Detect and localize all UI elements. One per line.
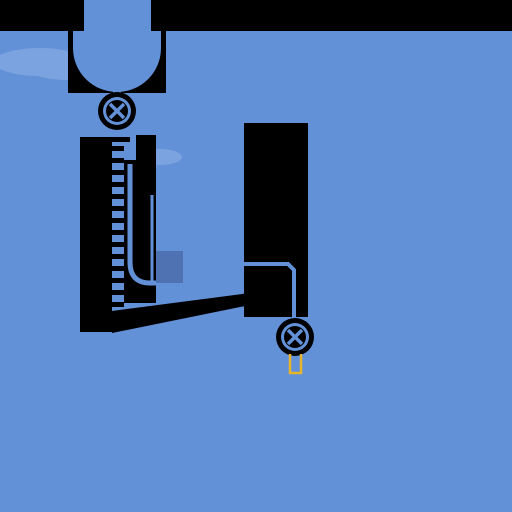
- ruler-tick: [112, 146, 124, 151]
- ruler-tick: [112, 206, 124, 211]
- ruler-tick: [112, 218, 124, 223]
- top-valve-wheel[interactable]: [98, 92, 136, 130]
- top-left-ceiling: [0, 0, 84, 31]
- water-inlet-pipe: [73, 0, 161, 92]
- ruler-tick: [112, 242, 124, 247]
- top-right-ceiling: [151, 0, 512, 31]
- ruler-ticks: [112, 146, 124, 307]
- goal-cup-icon[interactable]: [288, 354, 303, 375]
- sloped-ramp: [112, 293, 250, 333]
- ruler-tick: [112, 158, 124, 163]
- ruler-tick: [112, 290, 124, 295]
- right-tower-pipe: [244, 262, 296, 318]
- ruler-tick: [112, 266, 124, 271]
- bottom-valve-wheel[interactable]: [276, 318, 314, 356]
- sliding-crate[interactable]: [156, 251, 183, 283]
- ruler-tick: [112, 170, 124, 175]
- ruler-tick: [112, 230, 124, 235]
- ruler-tick: [112, 302, 124, 307]
- tower-channel: [112, 142, 124, 312]
- ruler-tick: [112, 182, 124, 187]
- ruler-tick: [112, 194, 124, 199]
- ruler-tick: [112, 278, 124, 283]
- ruler-tower: [80, 137, 130, 332]
- ruler-tick: [112, 254, 124, 259]
- right-tower: [244, 123, 308, 317]
- u-tube-pipe: [127, 164, 184, 286]
